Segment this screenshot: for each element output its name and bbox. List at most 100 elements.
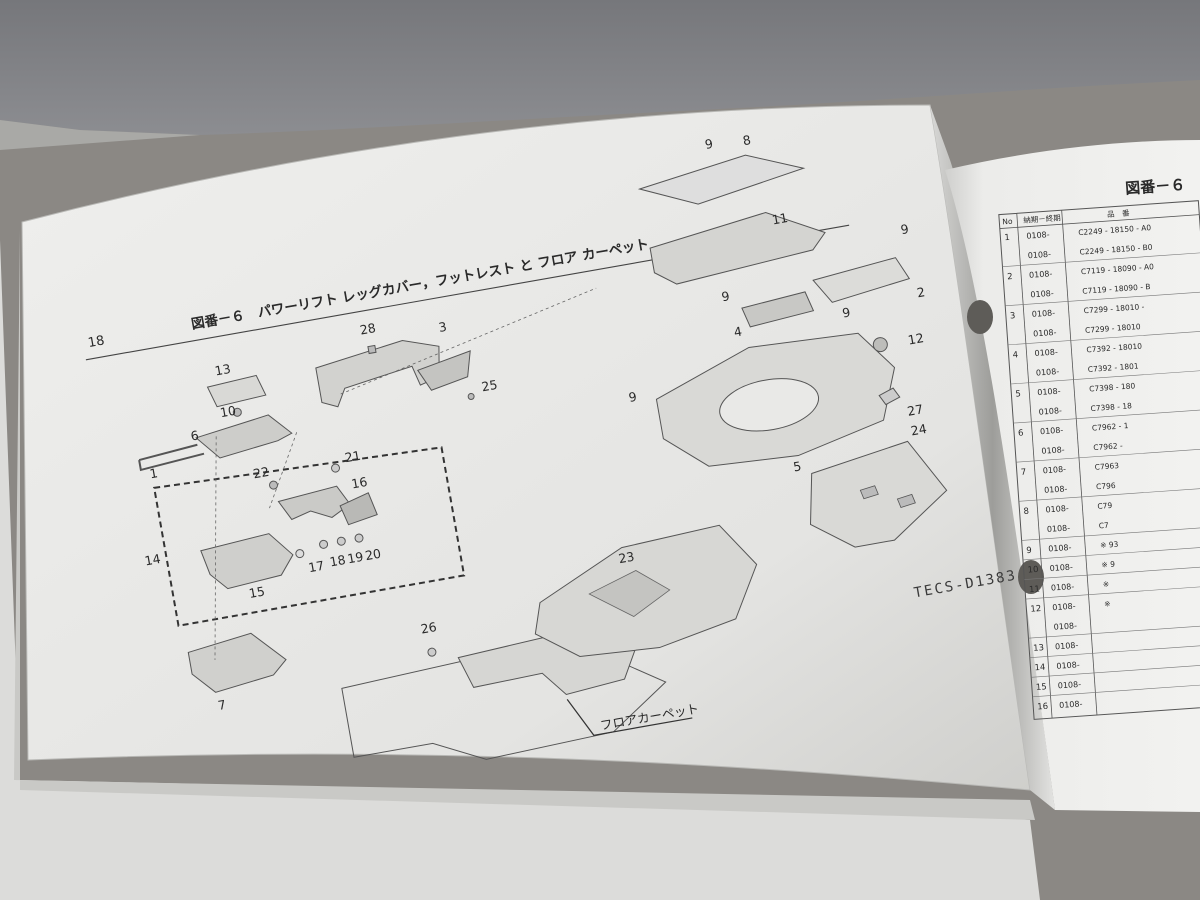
table-row-divider [1025, 584, 1200, 600]
table-cell-period: 0108- [1049, 563, 1073, 574]
table-cell-period: 0108- [1034, 347, 1058, 358]
table-row-divider [1005, 291, 1200, 307]
table-cell-no: 4 [1012, 350, 1018, 360]
callout: 12 [907, 330, 925, 348]
table-cell-period: 0108- [1029, 269, 1053, 280]
table-cell-period: 0108- [1033, 328, 1057, 339]
part-27 [878, 387, 901, 406]
screw-25 [467, 392, 475, 400]
part-12 [872, 337, 888, 353]
part-15 [200, 533, 294, 590]
table-cell-period: 0108- [1026, 230, 1050, 241]
nut-21 [331, 463, 341, 473]
callout: 10 [219, 403, 237, 421]
clip-28 [367, 344, 377, 355]
callout: 26 [419, 619, 437, 637]
table-cell-no: 14 [1034, 663, 1045, 674]
table-cell-part: C7398 - 180 [1089, 381, 1136, 393]
part-16 [277, 485, 351, 521]
callout: 9 [704, 136, 714, 152]
table-row-divider [1031, 663, 1200, 678]
part-2 [812, 257, 911, 303]
table-row-divider [1022, 545, 1200, 561]
callout: 14 [143, 551, 161, 569]
table-cell-period: 0108- [1027, 250, 1051, 261]
table-cell-period: 0108- [1058, 680, 1082, 691]
table-row-divider [1032, 682, 1200, 698]
callout: 17 [307, 558, 325, 576]
table-cell-no: 13 [1033, 643, 1044, 654]
table-cell-period: 0108- [1053, 621, 1077, 632]
table-cell-period: 0108- [1042, 465, 1066, 476]
table-cell-no: 8 [1023, 507, 1029, 517]
table-cell-part: ※ [1103, 580, 1110, 589]
callout: 21 [344, 448, 362, 466]
table-cell-no: 15 [1036, 682, 1047, 693]
callout: 16 [350, 474, 368, 492]
table-cell-period: 0108- [1038, 406, 1062, 417]
table-cell-period: 0108- [1052, 602, 1076, 613]
table-cell-no: 7 [1021, 468, 1027, 478]
table-cell-part: C7299 - 18010 - [1083, 302, 1145, 315]
table-cell-no: 16 [1037, 702, 1048, 713]
bolt-10 [232, 407, 242, 417]
table-row-divider [1007, 330, 1200, 346]
table-cell-part: C7392 - 18010 [1086, 342, 1142, 355]
bolt-26 [427, 647, 437, 657]
table-cell-period: 0108- [1048, 543, 1072, 554]
table-cell-period: 0108- [1041, 445, 1065, 456]
table-cell-part: C79 [1097, 501, 1113, 511]
table-cell-period: 0108- [1051, 582, 1075, 593]
callout: 9 [899, 221, 909, 237]
table-cell-part: ※ [1104, 599, 1111, 608]
callout: 28 [359, 320, 377, 338]
table-cell-part: C7962 - 1 [1092, 421, 1129, 433]
callout: 13 [214, 361, 232, 379]
part-20 [354, 533, 364, 543]
table-cell-part: C7 [1098, 521, 1109, 531]
carpet-leader [566, 699, 693, 736]
callout: 15 [248, 583, 266, 601]
right-page-title: 図番－６ [1125, 176, 1186, 198]
part-3 [315, 340, 440, 408]
table-cell-no: 3 [1010, 311, 1016, 321]
part-19 [336, 536, 346, 546]
page-number: 18 [87, 333, 106, 351]
callout: 24 [910, 421, 928, 439]
callout: 27 [906, 401, 924, 419]
table-row-divider [1028, 623, 1200, 639]
assembly-14-box [153, 446, 466, 627]
table-cell-period: 0108- [1040, 426, 1064, 437]
parts-table [998, 200, 1200, 720]
table-row-divider [1010, 369, 1200, 385]
table-cell-no: 5 [1015, 389, 1021, 399]
bolt-22 [269, 480, 279, 490]
table-cell-period: 0108- [1036, 367, 1060, 378]
callout: 9 [627, 389, 637, 405]
table-cell-period: 0108- [1044, 484, 1068, 495]
table-cell-part: C7392 - 1801 [1088, 361, 1140, 374]
callout: 11 [771, 210, 789, 228]
callout: 9 [720, 288, 730, 304]
page-stack [0, 240, 1040, 900]
callout: 6 [189, 427, 199, 443]
part-7 [187, 632, 287, 693]
table-cell-no: 12 [1030, 604, 1041, 615]
part-13 [206, 374, 267, 408]
table-cell-no: 10 [1027, 565, 1038, 576]
table-cell-part: C7398 - 18 [1090, 401, 1132, 413]
table-cell-part: ※ 93 [1100, 540, 1119, 550]
table-cell-period: 0108- [1047, 523, 1071, 534]
binder-behind [0, 0, 1200, 135]
table-row-divider [1002, 252, 1200, 267]
callout-numbers: 1 2 3 4 5 6 7 8 9 9 9 9 9 10 11 12 13 14… [143, 132, 928, 713]
right-page [945, 140, 1200, 812]
callout: 2 [916, 284, 926, 300]
col-header-period: 納期－終期 [1023, 212, 1061, 225]
part-17 [295, 549, 305, 559]
table-row-divider [1029, 643, 1200, 659]
part-4 [741, 291, 815, 328]
